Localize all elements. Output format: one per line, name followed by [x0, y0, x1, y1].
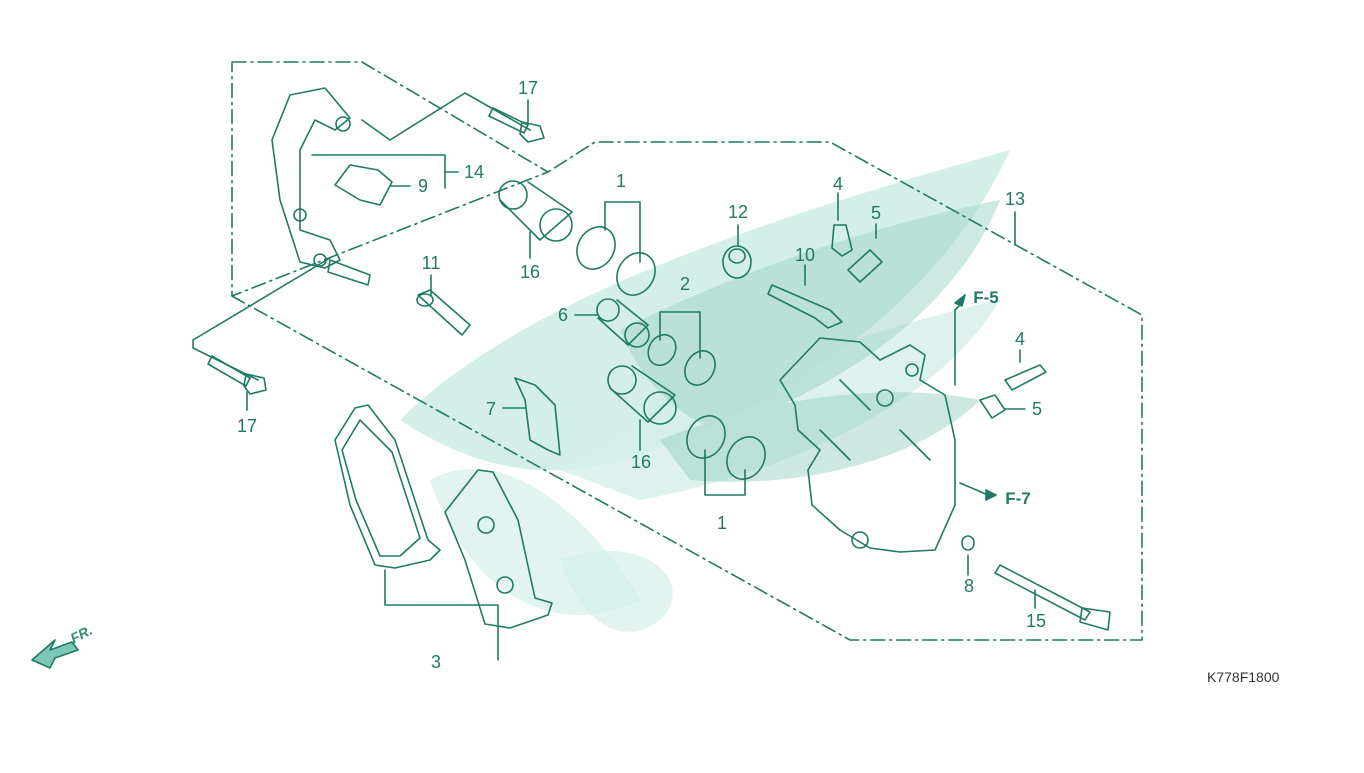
leader-14: [311, 154, 459, 189]
caliper-frame: [231, 141, 1143, 641]
callout-16-bottom: 16: [630, 452, 652, 472]
caliper-body: [779, 337, 956, 553]
diagram-code: K778F1800: [1207, 669, 1280, 685]
leader-3: [384, 569, 499, 661]
leader-17-left: [192, 257, 331, 381]
reference-f7[interactable]: F-7: [1005, 489, 1031, 508]
callout-3: 3: [430, 652, 442, 672]
callout-5-right: 5: [1031, 399, 1043, 419]
callout-1-bottom: 1: [716, 513, 728, 533]
callout-9: 9: [417, 176, 429, 196]
seal-2b: [684, 350, 716, 386]
bracket-frame: [231, 61, 549, 297]
callout-6: 6: [557, 305, 569, 325]
hanger-pin: [994, 564, 1111, 631]
callout-10: 10: [794, 245, 816, 265]
piston-top: [498, 180, 573, 242]
callout-11: 11: [421, 253, 441, 273]
pad-retainer-spring: [334, 164, 393, 206]
bolt-left: [207, 355, 267, 395]
callout-17-top: 17: [517, 78, 539, 98]
brake-pad-outer: [334, 404, 441, 569]
seal-2a: [647, 333, 677, 367]
brake-pad-inner: [444, 469, 553, 629]
bolt-top: [488, 107, 545, 143]
callout-16-top: 16: [519, 262, 541, 282]
callout-12: 12: [727, 202, 749, 222]
callout-1-top: 1: [615, 171, 627, 191]
callout-2: 2: [679, 274, 691, 294]
callout-15: 15: [1025, 611, 1047, 631]
callout-4-top: 4: [832, 174, 844, 194]
callout-13: 13: [1004, 189, 1026, 209]
callout-7: 7: [485, 399, 497, 419]
seal-1a: [576, 226, 616, 270]
leader-17-top: [361, 92, 531, 141]
slide-pin: [416, 289, 471, 336]
callout-17-left: 17: [236, 416, 258, 436]
leader-1-bottom: [704, 449, 746, 496]
seal-1b: [616, 252, 656, 296]
callout-5-top: 5: [870, 203, 882, 223]
callout-8: 8: [963, 576, 975, 596]
bleeder-cap-right: [979, 394, 1006, 419]
reference-f5[interactable]: F-5: [973, 288, 999, 307]
leader-f7: [959, 482, 989, 496]
front-direction-arrow: [31, 639, 79, 669]
callout-4-right: 4: [1014, 329, 1026, 349]
bleeder-screw-top: [831, 224, 853, 257]
caliper-bracket: [271, 87, 371, 286]
washer: [961, 535, 975, 551]
leader-1-top: [604, 201, 641, 263]
piston-bottom: [607, 365, 677, 425]
bleeder-cap-top: [847, 249, 883, 283]
pin-bolt: [767, 284, 843, 329]
f5-arrow-icon: [954, 294, 966, 307]
callout-14: 14: [463, 162, 485, 182]
f7-arrow-icon: [985, 489, 997, 501]
anti-rattle-shim: [514, 377, 561, 456]
leader-2: [659, 311, 701, 359]
piston-small: [596, 298, 650, 348]
bleed-cap: [722, 245, 752, 279]
seal-1c: [686, 415, 726, 459]
seal-1d: [726, 436, 766, 480]
bleeder-screw-right: [1004, 364, 1047, 391]
